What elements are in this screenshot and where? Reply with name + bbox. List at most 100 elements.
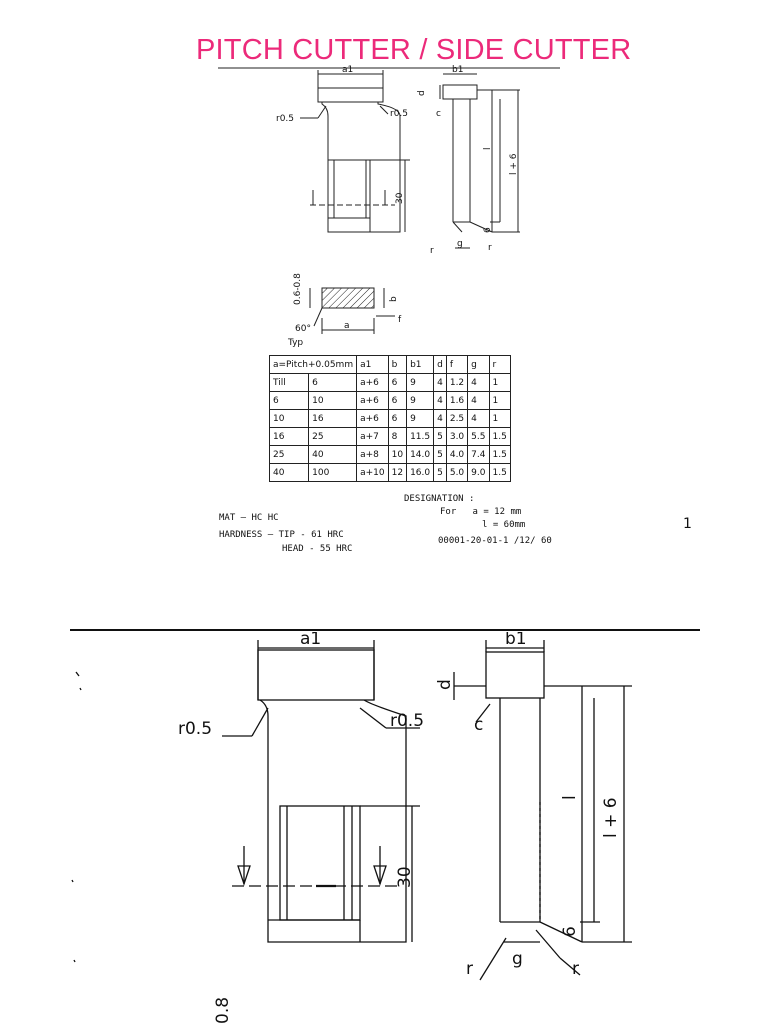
small-label-b: b [389, 296, 399, 302]
table-cell: 7.4 [467, 445, 490, 464]
small-label-g: g [457, 239, 463, 249]
table-cell: 12 [387, 463, 408, 482]
table-row: 16 25 a+7 8 11.5 5 3.0 5.5 1.5 [268, 427, 511, 446]
small-label-typ: Typ [287, 338, 303, 348]
table-cell: 9 [406, 409, 435, 428]
large-label-r05-right: r0.5 [390, 711, 424, 731]
small-label-d: d [417, 90, 427, 96]
large-label-r05-left: r0.5 [178, 719, 212, 739]
table-cell: Till [268, 373, 310, 392]
table-cell: 9 [406, 373, 435, 392]
designation-l-line: l = 60mm [482, 520, 526, 530]
small-label-r05-right: r0.5 [390, 109, 408, 119]
page-number: 1 [683, 516, 692, 532]
table-cell: 10 [387, 445, 408, 464]
table-cell: 4 [433, 373, 447, 392]
small-label-f: f [398, 315, 402, 325]
table-cell: a+8 [356, 445, 389, 464]
table-cell: 6 [268, 391, 310, 410]
table-cell: 2.5 [445, 409, 469, 428]
table-cell: 9 [406, 391, 435, 410]
table-cell: 40 [308, 445, 358, 464]
large-label-d: d [435, 679, 455, 690]
table-cell: 4.0 [445, 445, 469, 464]
table-cell: 1 [488, 391, 511, 410]
dimension-table: a=Pitch+0.05mm a1 b b1 d f g r Till 6 a+… [268, 355, 511, 482]
table-cell: 1 [488, 373, 511, 392]
table-cell: a+7 [356, 427, 389, 446]
table-cell: a+6 [356, 391, 389, 410]
small-label-r-right: r [488, 243, 492, 253]
small-label-30: 30 [395, 192, 405, 204]
table-cell: 25 [308, 427, 358, 446]
table-cell: 5 [433, 445, 447, 464]
designation-code: 00001-20-01-1 /12/ 60 [438, 536, 552, 546]
table-header-cell: d [433, 355, 447, 374]
table-cell: a+10 [356, 463, 389, 482]
large-label-r-right: r [572, 959, 579, 979]
table-cell: 1 [488, 409, 511, 428]
hardness-head-note: HEAD - 55 HRC [282, 544, 353, 554]
table-header-cell: a=Pitch+0.05mm [268, 355, 358, 374]
small-label-l-plus-6: l + 6 [509, 153, 519, 175]
table-cell: 16.0 [406, 463, 435, 482]
section-divider [70, 629, 700, 631]
table-cell: 14.0 [406, 445, 435, 464]
table-cell: 6 [387, 391, 408, 410]
table-cell: 16 [268, 427, 310, 446]
small-label-a: a [344, 321, 350, 331]
table-header-cell: b [387, 355, 408, 374]
table-cell: 8 [387, 427, 408, 446]
small-label-b1: b1 [452, 65, 463, 75]
table-cell: 10 [268, 409, 310, 428]
table-cell: 6 [387, 409, 408, 428]
small-label-c: c [436, 109, 441, 119]
table-header-cell: r [488, 355, 511, 374]
table-cell: 4 [433, 409, 447, 428]
designation-for-line: For a = 12 mm [440, 507, 522, 517]
table-cell: a+6 [356, 373, 389, 392]
table-header-cell: a1 [356, 355, 389, 374]
table-cell: 11.5 [406, 427, 435, 446]
large-label-r-left: r [466, 959, 473, 979]
table-row: Till 6 a+6 6 9 4 1.2 4 1 [268, 373, 511, 392]
table-cell: 4 [433, 391, 447, 410]
table-cell: 5 [433, 463, 447, 482]
table-row: 10 16 a+6 6 9 4 2.5 4 1 [268, 409, 511, 428]
large-label-l-plus-6: l + 6 [601, 797, 621, 838]
table-cell: a+6 [356, 409, 389, 428]
table-cell: 6 [387, 373, 408, 392]
table-cell: 1.6 [445, 391, 469, 410]
large-label-c: c [474, 715, 483, 735]
table-cell: 4 [467, 391, 490, 410]
designation-title: DESIGNATION : [404, 494, 475, 504]
table-header-row: a=Pitch+0.05mm a1 b b1 d f g r [268, 355, 511, 374]
hardness-tip-note: HARDNESS — TIP - 61 HRC [219, 530, 344, 540]
table-cell: 1.5 [488, 445, 511, 464]
table-cell: 100 [308, 463, 358, 482]
small-technical-drawing: a1 b1 d c r0.5 r0.5 30 l l + 6 6 g r r 0… [218, 65, 560, 348]
table-cell: 5.5 [467, 427, 490, 446]
table-cell: 5.0 [445, 463, 469, 482]
table-row: 25 40 a+8 10 14.0 5 4.0 7.4 1.5 [268, 445, 511, 464]
large-label-g: g [512, 949, 523, 969]
table-cell: 4 [467, 409, 490, 428]
small-label-a1: a1 [342, 65, 353, 75]
large-label-6: 6 [560, 926, 580, 937]
table-header-cell: f [445, 355, 469, 374]
small-label-r05-left: r0.5 [276, 114, 294, 124]
material-note: MAT — HC HC [219, 513, 279, 523]
table-cell: 25 [268, 445, 310, 464]
large-label-b1: b1 [505, 632, 527, 649]
table-cell: 10 [308, 391, 358, 410]
small-label-r-left: r [430, 246, 434, 256]
table-cell: 1.2 [445, 373, 469, 392]
table-cell: 40 [268, 463, 310, 482]
table-cell: 1.5 [488, 463, 511, 482]
large-label-partial: 0.8 [213, 997, 233, 1024]
large-label-a1: a1 [300, 632, 321, 649]
large-technical-drawing: a1 b1 d c r0.5 r0.5 30 l l + 6 6 g r r 0… [71, 632, 632, 1024]
table-header-cell: g [467, 355, 490, 374]
large-label-30: 30 [395, 866, 415, 888]
table-cell: 3.0 [445, 427, 469, 446]
